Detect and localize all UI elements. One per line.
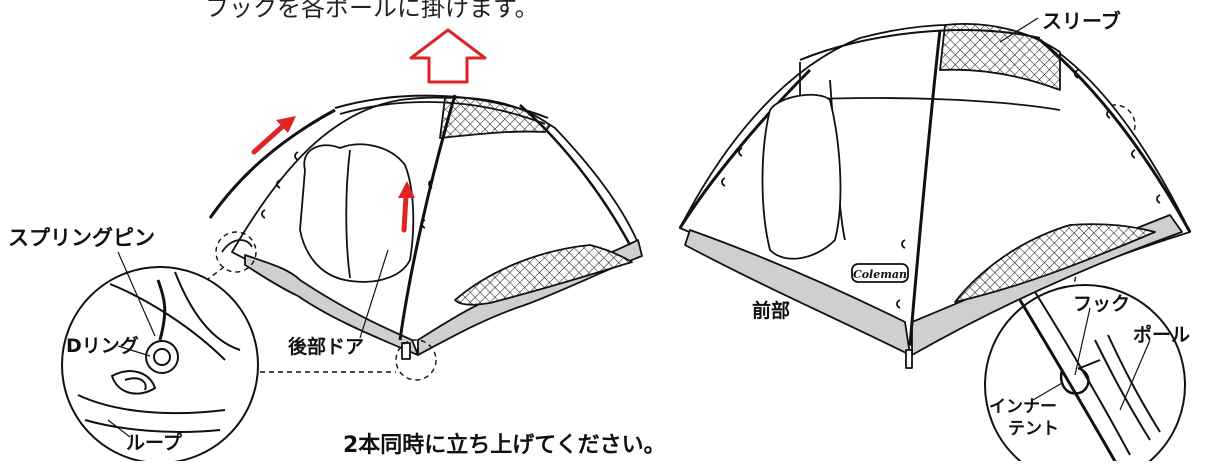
left-tent-rear-door	[299, 143, 415, 283]
left-tent-sleeve	[334, 94, 549, 119]
left-tent-mesh-floor	[454, 244, 633, 306]
brand-logo: Coleman	[853, 268, 907, 281]
spring-pin-detail	[61, 266, 259, 464]
rear-door-label: 後部ドア	[288, 336, 365, 358]
inner-tent-label-line1: インナー	[989, 397, 1057, 417]
left-tent	[208, 94, 643, 360]
right-tent	[678, 22, 1192, 369]
hook-detail	[984, 284, 1186, 465]
lift-arrow-2-icon	[401, 193, 409, 233]
front-label: 前部	[752, 300, 791, 322]
hook-label: フック	[1073, 293, 1131, 315]
loop-label: ループ	[126, 432, 182, 454]
lift-arrow-1-icon	[251, 123, 286, 155]
spring-pin-label: スプリングピン	[8, 226, 155, 250]
right-tent-door	[761, 93, 842, 260]
inner-tent-label-line2: テント	[1008, 419, 1059, 439]
up-arrow-icon	[409, 28, 487, 84]
pole-label: ポール	[1133, 324, 1191, 346]
d-ring-label: Dリング	[66, 335, 139, 357]
right-tent-mesh-floor	[954, 223, 1156, 303]
bottom-instruction: 2本同時に立ち上げてください。	[343, 433, 666, 458]
leader-lines	[107, 17, 1151, 438]
left-pole-1	[208, 108, 336, 219]
sleeve-label: スリーブ	[1042, 9, 1121, 33]
right-tent-sleeve	[799, 29, 1041, 61]
right-tent-mesh-roof	[939, 22, 1061, 91]
top-instruction: フックを各ポールに掛けます。	[205, 0, 539, 22]
